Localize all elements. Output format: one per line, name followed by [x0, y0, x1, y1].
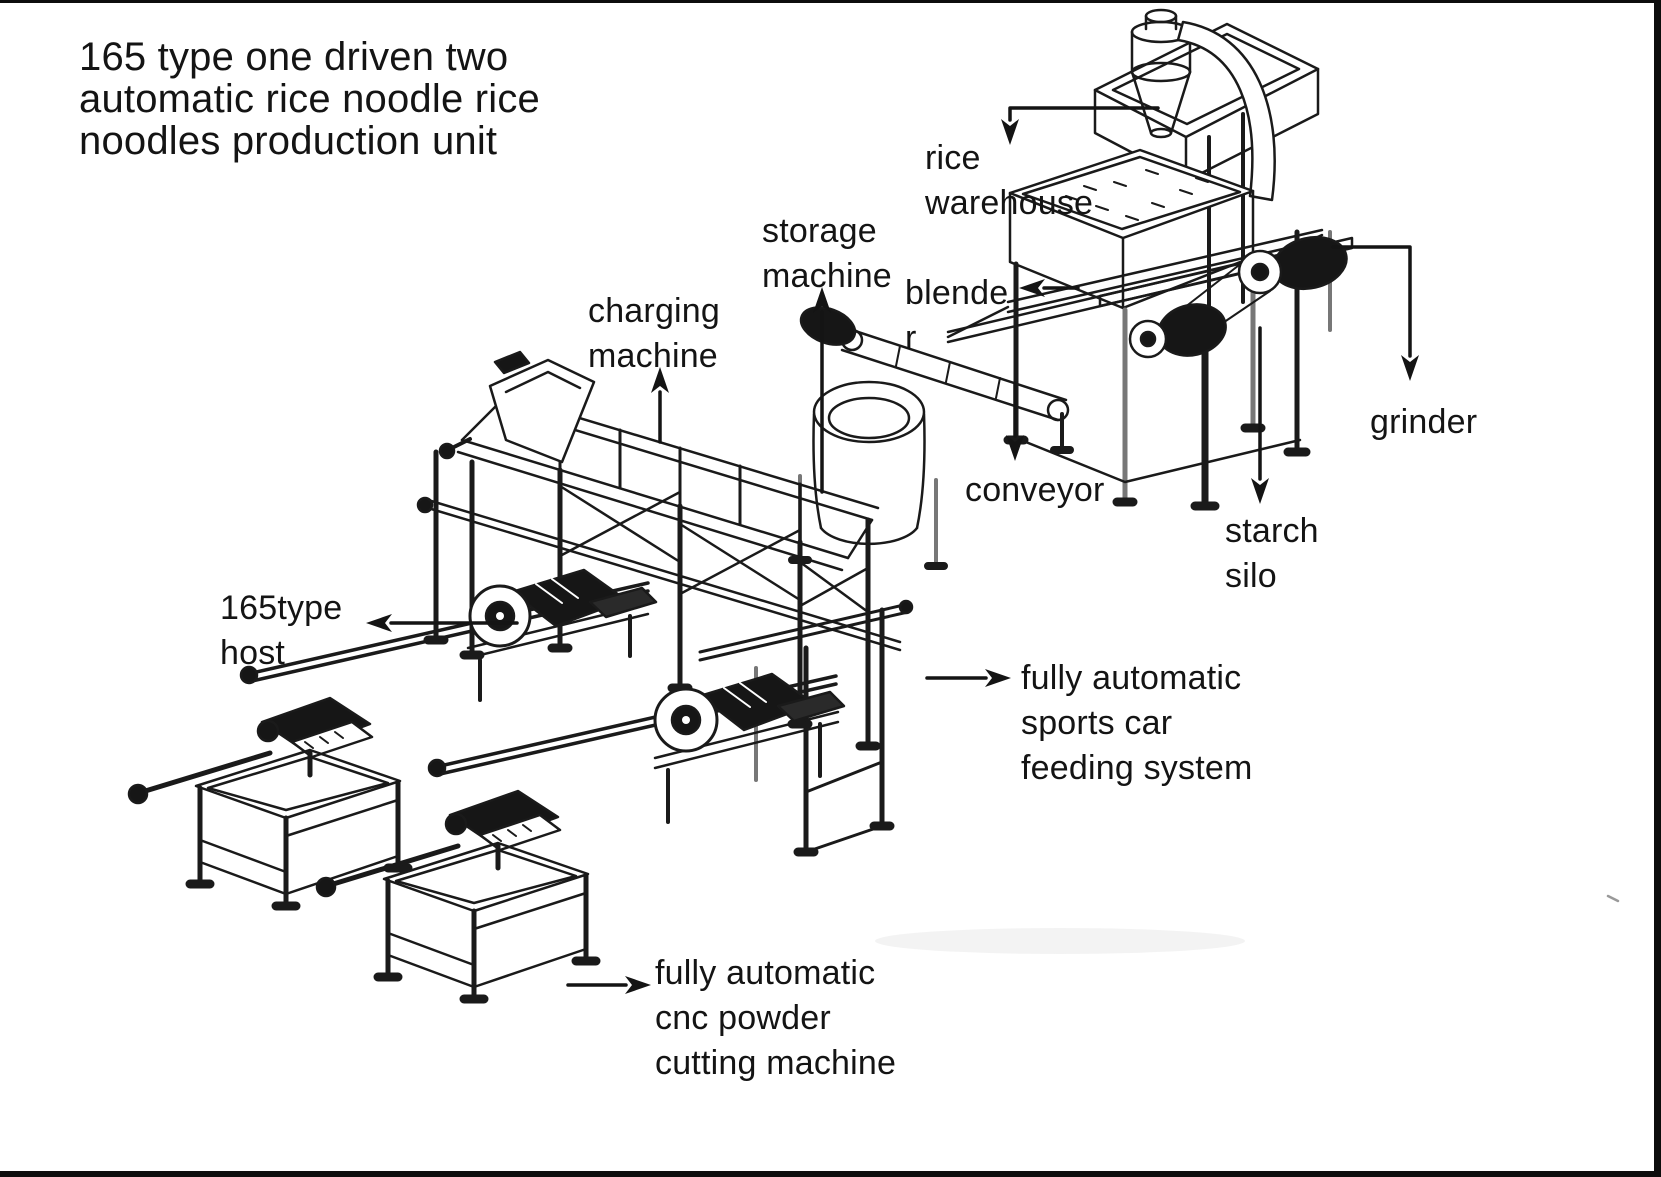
rice-warehouse-drawing	[1093, 8, 1320, 334]
label-starch-silo: starch silo	[1225, 512, 1319, 595]
arrow-rice-warehouse	[1001, 106, 1160, 145]
border-right	[1654, 0, 1661, 1177]
border-bottom	[0, 1171, 1661, 1177]
floor-shadow	[875, 928, 1245, 954]
feed-rails-drawing	[250, 581, 838, 776]
label-charging-machine: charging machine	[588, 292, 721, 375]
cutting-machine-1-drawing	[127, 665, 413, 911]
border-top	[0, 0, 1661, 3]
label-blender: blende r	[905, 274, 1009, 357]
arrow-grinder	[1331, 245, 1419, 381]
label-grinder: grinder	[1370, 403, 1478, 441]
grinder-drawing	[1098, 236, 1354, 359]
conveyor-drawing	[799, 306, 1074, 454]
label-storage-machine: storage machine	[762, 212, 892, 295]
callout-arrows	[366, 106, 1419, 994]
label-165type-host: 165type host	[220, 589, 343, 672]
diagram-title: 165 type one driven two automatic rice n…	[79, 35, 540, 163]
label-cutting-machine: fully automatic cnc powder cutting machi…	[655, 954, 897, 1082]
label-conveyor: conveyor	[965, 471, 1105, 509]
stray-mark	[1606, 894, 1620, 903]
cutting-machine-2-drawing	[315, 758, 601, 1004]
label-feeding-system: fully automatic sports car feeding syste…	[1021, 659, 1253, 787]
feeding-frame-drawing	[698, 599, 914, 857]
label-rice-warehouse: rice warehouse	[925, 139, 1094, 222]
